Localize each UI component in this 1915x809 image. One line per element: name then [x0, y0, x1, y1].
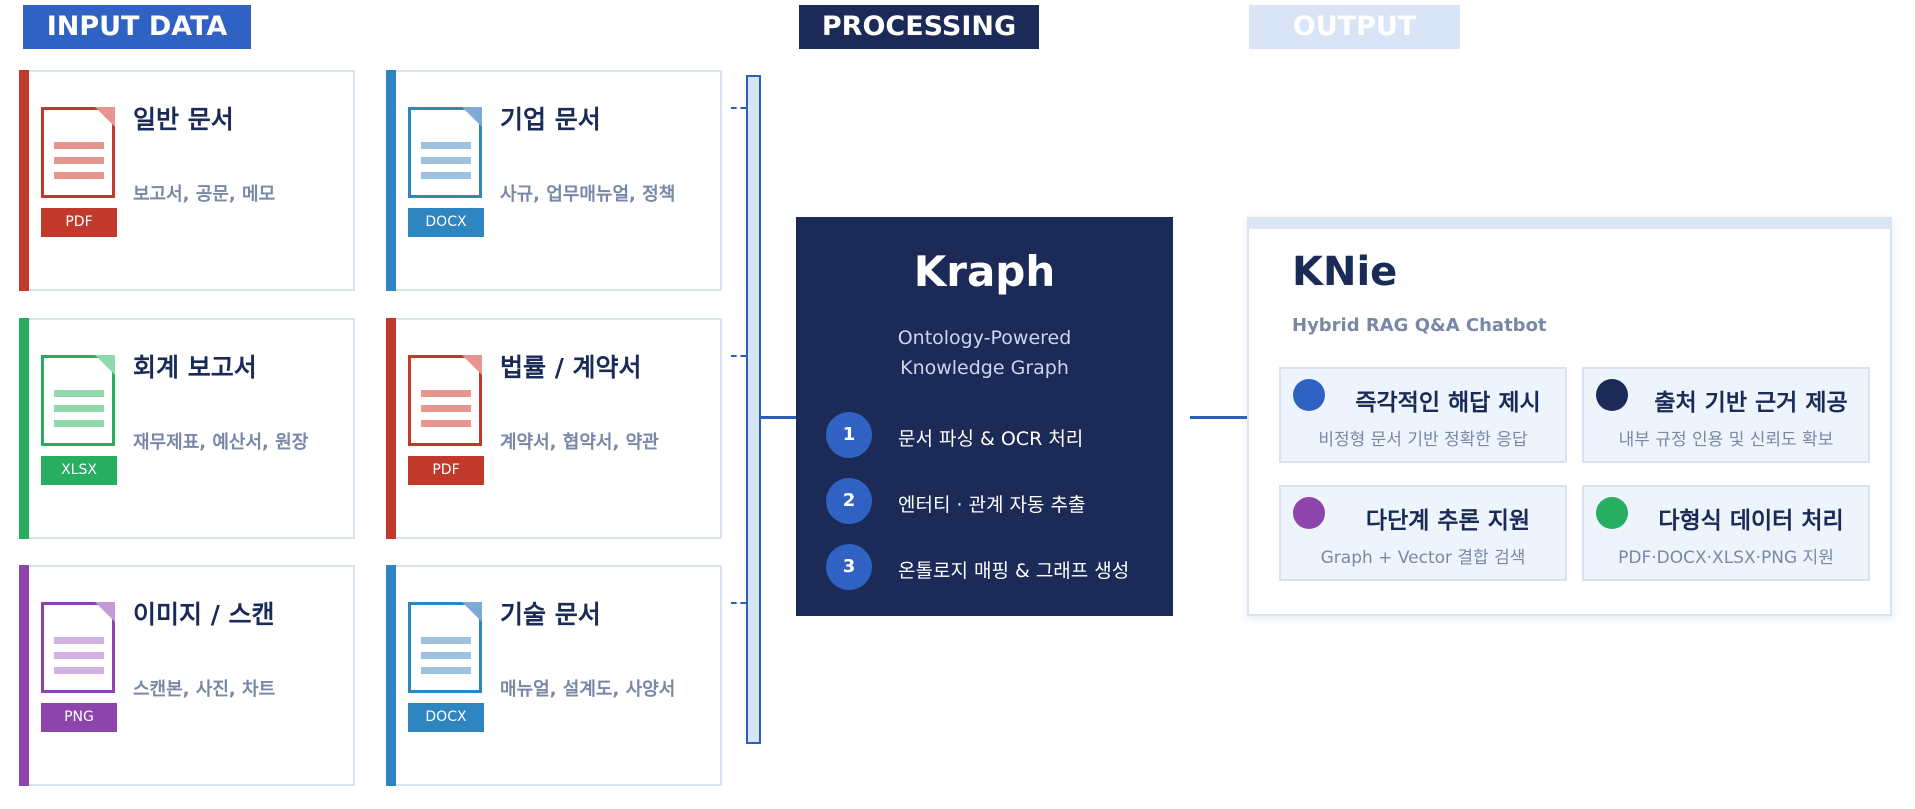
input-collector-bar — [746, 75, 761, 744]
file-type-badge: PNG — [41, 703, 117, 732]
feature-dot-icon — [1293, 379, 1325, 411]
knie-output-box: KNie Hybrid RAG Q&A Chatbot 즉각적인 해답 제시 비… — [1247, 217, 1892, 616]
card-subtitle: 계약서, 협약서, 약관 — [500, 432, 659, 453]
file-type-badge: DOCX — [408, 703, 484, 732]
input-card-legal: PDF 법률 / 계약서 계약서, 협약서, 약관 — [386, 318, 722, 539]
dashed-connector — [731, 602, 746, 604]
document-icon — [41, 107, 115, 198]
step-text: 온톨로지 매핑 & 그래프 생성 — [898, 560, 1130, 582]
kraph-subtitle-line1: Ontology-Powered — [897, 327, 1072, 349]
kraph-title: Kraph — [913, 247, 1056, 296]
file-type-badge: PDF — [408, 456, 484, 485]
kraph-subtitle: Ontology-Powered Knowledge Graph — [796, 323, 1173, 383]
input-data-header: INPUT DATA — [23, 5, 251, 49]
document-icon — [408, 602, 482, 693]
accent-bar — [386, 565, 396, 786]
input-card-image: PNG 이미지 / 스캔 스캔본, 사진, 차트 — [19, 565, 355, 786]
document-icon — [408, 355, 482, 446]
step-text: 엔터티 · 관계 자동 추출 — [898, 494, 1086, 516]
card-title: 기술 문서 — [500, 600, 601, 629]
dashed-connector — [731, 355, 746, 357]
step-number: 3 — [826, 544, 872, 590]
card-title: 기업 문서 — [500, 105, 601, 134]
card-title: 이미지 / 스캔 — [133, 600, 275, 629]
document-icon — [408, 107, 482, 198]
step-number: 2 — [826, 478, 872, 524]
feature-subtitle: Graph + Vector 결합 검색 — [1320, 548, 1526, 568]
knie-title: KNie — [1292, 249, 1398, 295]
card-title: 일반 문서 — [133, 105, 234, 134]
feature-card: 즉각적인 해답 제시 비정형 문서 기반 정확한 응답 — [1279, 367, 1567, 463]
feature-dot-icon — [1596, 497, 1628, 529]
accent-bar — [386, 70, 396, 291]
accent-bar — [19, 70, 29, 291]
input-card-accounting: XLSX 회계 보고서 재무제표, 예산서, 원장 — [19, 318, 355, 539]
image-icon — [41, 602, 115, 693]
card-subtitle: 보고서, 공문, 메모 — [133, 184, 276, 205]
output-header: OUTPUT — [1249, 5, 1460, 49]
kraph-subtitle-line2: Knowledge Graph — [900, 357, 1069, 379]
spreadsheet-icon — [41, 355, 115, 446]
step-number: 1 — [826, 412, 872, 458]
input-card-corporate: DOCX 기업 문서 사규, 업무매뉴얼, 정책 — [386, 70, 722, 291]
card-subtitle: 사규, 업무매뉴얼, 정책 — [500, 184, 676, 205]
file-type-badge: PDF — [41, 208, 117, 237]
dashed-connector — [731, 107, 746, 109]
feature-dot-icon — [1596, 379, 1628, 411]
accent-bar — [19, 565, 29, 786]
kraph-processing-box: Kraph Ontology-Powered Knowledge Graph 1… — [796, 217, 1173, 616]
feature-card: 출처 기반 근거 제공 내부 규정 인용 및 신뢰도 확보 — [1582, 367, 1870, 463]
knie-subtitle: Hybrid RAG Q&A Chatbot — [1292, 315, 1547, 336]
card-subtitle: 매뉴얼, 설계도, 사양서 — [500, 679, 676, 700]
input-card-technical: DOCX 기술 문서 매뉴얼, 설계도, 사양서 — [386, 565, 722, 786]
knie-top-strip — [1247, 217, 1892, 229]
step-text: 문서 파싱 & OCR 처리 — [898, 428, 1084, 450]
connector-to-kraph — [761, 416, 796, 419]
file-type-badge: XLSX — [41, 456, 117, 485]
card-title: 회계 보고서 — [133, 353, 257, 382]
feature-subtitle: PDF·DOCX·XLSX·PNG 지원 — [1618, 548, 1834, 568]
card-title: 법률 / 계약서 — [500, 353, 642, 382]
accent-bar — [386, 318, 396, 539]
feature-subtitle: 내부 규정 인용 및 신뢰도 확보 — [1618, 430, 1834, 450]
card-subtitle: 재무제표, 예산서, 원장 — [133, 432, 309, 453]
input-card-general: PDF 일반 문서 보고서, 공문, 메모 — [19, 70, 355, 291]
feature-card: 다단계 추론 지원 Graph + Vector 결합 검색 — [1279, 485, 1567, 581]
feature-title: 즉각적인 해답 제시 — [1355, 390, 1541, 416]
feature-title: 다단계 추론 지원 — [1365, 508, 1531, 534]
feature-title: 다형식 데이터 처리 — [1658, 508, 1844, 534]
accent-bar — [19, 318, 29, 539]
card-subtitle: 스캔본, 사진, 차트 — [133, 679, 276, 700]
feature-dot-icon — [1293, 497, 1325, 529]
feature-title: 출처 기반 근거 제공 — [1654, 390, 1848, 416]
feature-subtitle: 비정형 문서 기반 정확한 응답 — [1318, 430, 1528, 450]
connector-to-knie — [1190, 416, 1247, 419]
file-type-badge: DOCX — [408, 208, 484, 237]
feature-card: 다형식 데이터 처리 PDF·DOCX·XLSX·PNG 지원 — [1582, 485, 1870, 581]
processing-header: PROCESSING — [799, 5, 1039, 49]
